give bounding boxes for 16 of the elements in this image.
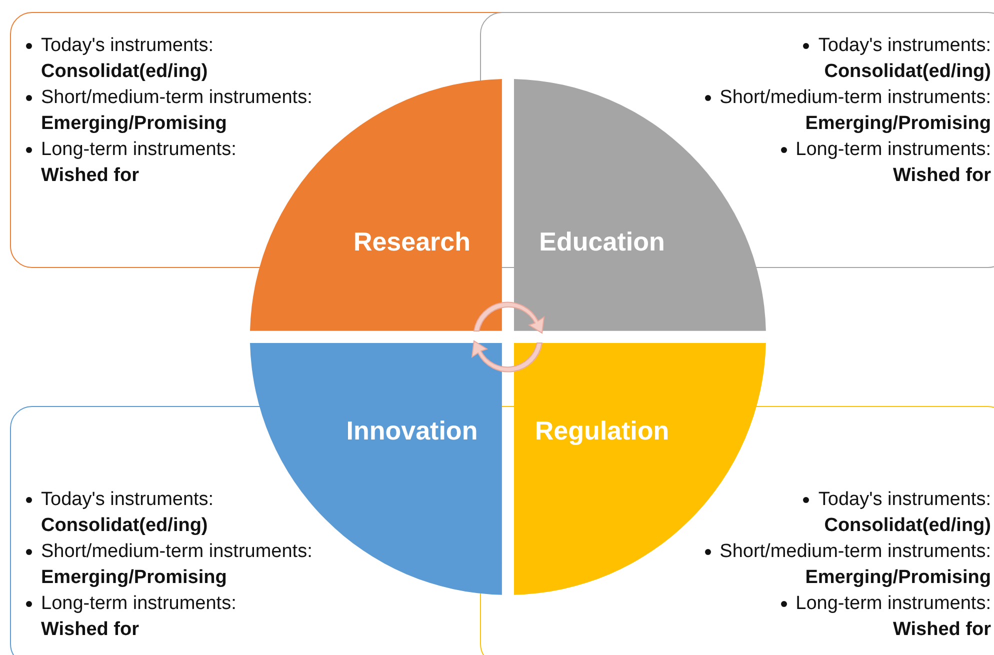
- bullet-text: Today's instruments: Consolidat(ed/ing): [818, 34, 991, 84]
- quadrant-label: Regulation: [534, 416, 670, 446]
- quadrant-label: Education: [539, 226, 665, 258]
- bullet-text: Long-term instruments: Wished for: [796, 592, 991, 642]
- bullet-text: Today's instruments: Consolidat(ed/ing): [818, 488, 991, 538]
- bullet-text: Today's instruments: Consolidat(ed/ing): [41, 488, 214, 538]
- bullet-text: Long-term instruments: Wished for: [41, 592, 236, 642]
- quadrant-label: Innovation: [346, 416, 478, 446]
- bullet-text: Short/medium-term instruments: Emerging/Promising: [720, 540, 991, 590]
- bullet-text: Short/medium-term instruments: Emerging/Promising: [720, 86, 991, 136]
- quadrant-label: Research: [353, 226, 471, 258]
- bullet-text: Short/medium-term instruments: Emerging/Promising: [41, 540, 312, 590]
- bullet-text: Today's instruments: Consolidat(ed/ing): [41, 34, 214, 84]
- bullet-text: Short/medium-term instruments: Emerging/Promising: [41, 86, 312, 136]
- bullet-text: Long-term instruments: Wished for: [796, 138, 991, 188]
- bullet-text: Long-term instruments: Wished for: [41, 138, 236, 188]
